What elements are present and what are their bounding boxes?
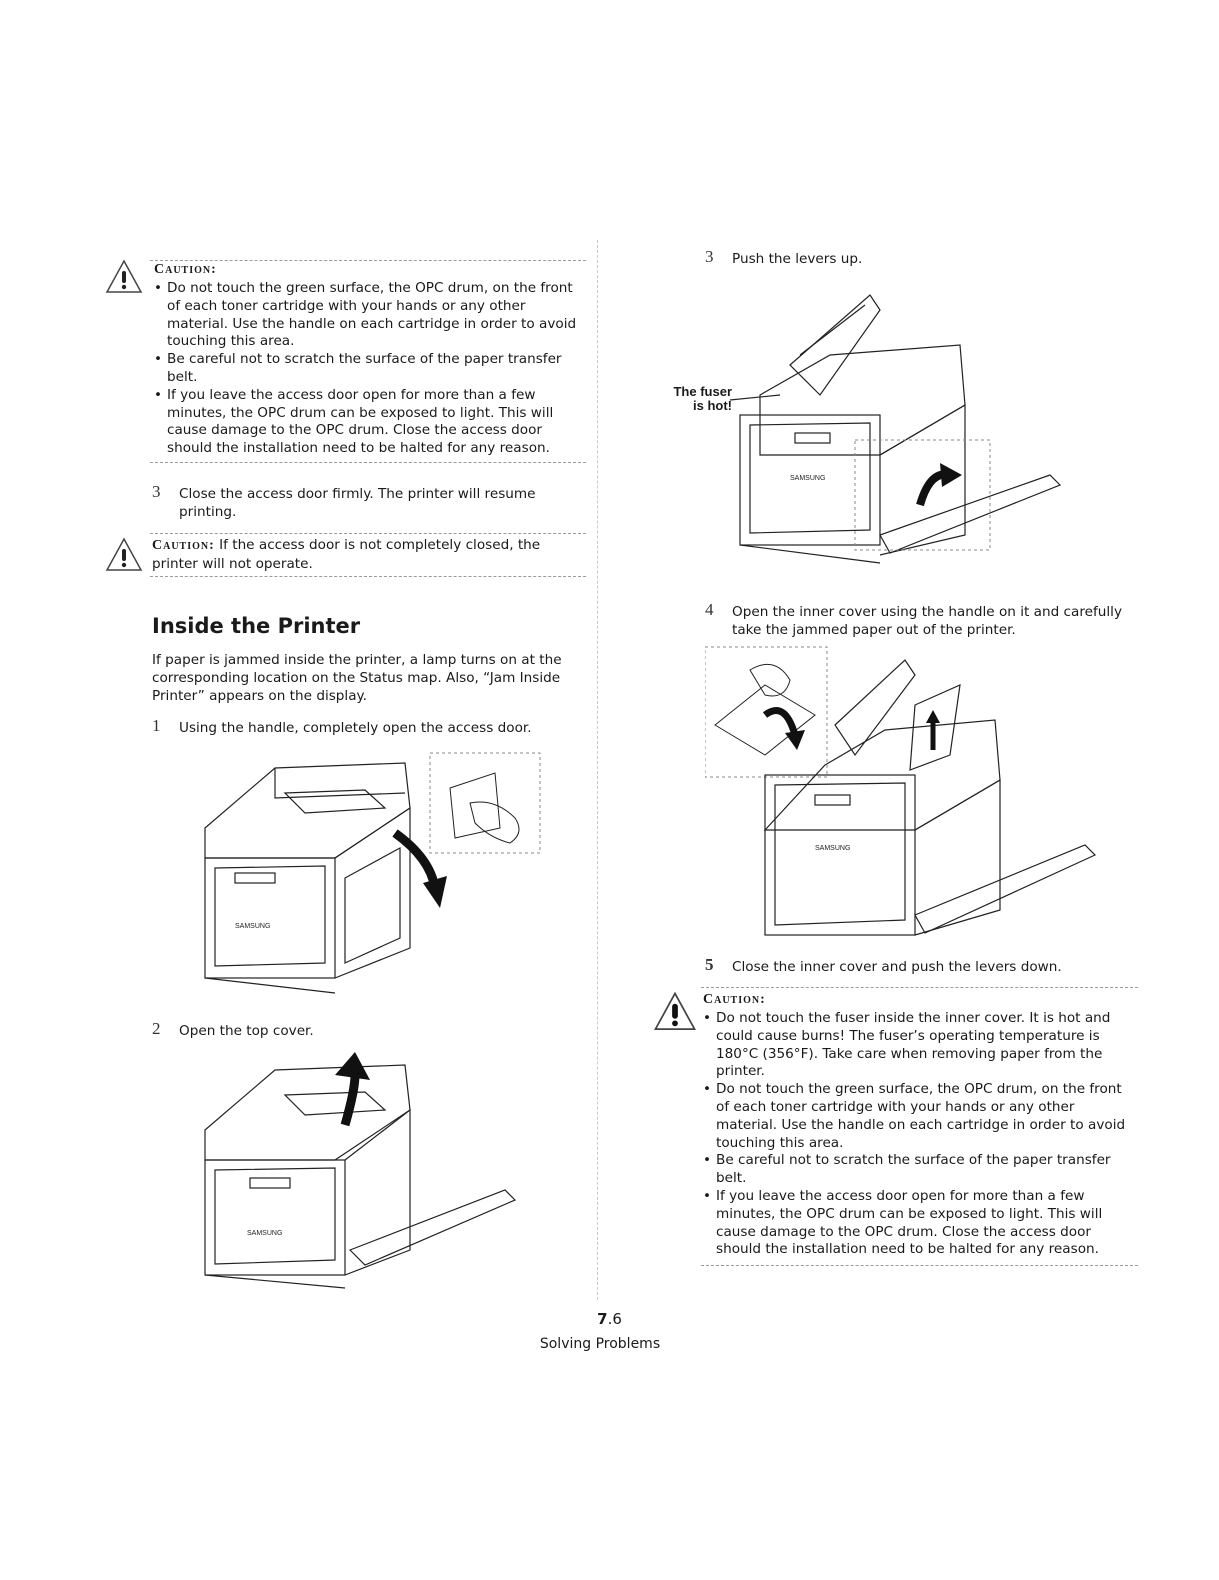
figure-push-levers: SAMSUNG [729, 285, 1070, 580]
warning-triangle-icon [104, 258, 144, 296]
caution-item: Be careful not to scratch the surface of… [154, 351, 584, 387]
step-number: 2 [152, 1019, 161, 1038]
step-text: Using the handle, completely open the ac… [179, 720, 532, 736]
brand-label: SAMSUNG [790, 475, 825, 482]
step-text: Open the inner cover using the handle on… [732, 604, 1123, 638]
section-intro: If paper is jammed inside the printer, a… [152, 652, 562, 704]
arrow-down-icon [392, 829, 447, 908]
caution-item: Be careful not to scratch the surface of… [703, 1152, 1135, 1188]
step-text: Close the access door firmly. The printe… [179, 486, 536, 520]
brand-label: SAMSUNG [235, 923, 270, 930]
warning-triangle-icon [652, 990, 698, 1032]
caution-item: Do not touch the fuser inside the inner … [703, 1010, 1135, 1081]
brand-label: SAMSUNG [815, 845, 850, 852]
column-divider [597, 240, 598, 1300]
caution-item: If you leave the access door open for mo… [154, 387, 584, 458]
curved-arrow-icon [762, 707, 805, 750]
step-number: 4 [705, 600, 714, 619]
caution-title: Caution: [703, 992, 766, 1007]
step-5: 5 Close the inner cover and push the lev… [705, 955, 1125, 976]
step-number: 3 [152, 482, 161, 501]
caution-box: Caution: Do not touch the fuser inside t… [701, 987, 1138, 1266]
step-close-door: 3 Close the access door firmly. The prin… [152, 482, 572, 521]
curved-arrow-icon [916, 463, 962, 507]
caution-item: Do not touch the green surface, the OPC … [154, 280, 584, 351]
figure-remove-jammed-paper: SAMSUNG [704, 645, 1100, 940]
caution-item: If you leave the access door open for mo… [703, 1188, 1135, 1259]
arrow-up-icon [926, 710, 940, 750]
arrow-up-icon [335, 1052, 370, 1127]
fuser-hot-label: The fuser is hot! [673, 384, 732, 413]
caution-list: Do not touch the fuser inside the inner … [703, 1010, 1135, 1259]
step-1: 1 Using the handle, completely open the … [152, 716, 572, 737]
footer-section-title: Solving Problems [539, 1336, 661, 1352]
step-number: 3 [705, 247, 714, 266]
caution-box: Caution: If the access door is not compl… [150, 533, 586, 577]
step-text: Close the inner cover and push the lever… [732, 959, 1062, 975]
warning-triangle-icon [104, 536, 144, 574]
caution-list: Do not touch the green surface, the OPC … [154, 280, 584, 458]
step-text: Open the top cover. [179, 1023, 314, 1039]
figure-open-top-cover: SAMSUNG [195, 1050, 525, 1290]
brand-label: SAMSUNG [247, 1230, 282, 1237]
figure-open-access-door: SAMSUNG [195, 748, 545, 998]
step-4: 4 Open the inner cover using the handle … [705, 600, 1135, 639]
caution-item: Do not touch the green surface, the OPC … [703, 1081, 1135, 1152]
step-number: 5 [705, 955, 714, 974]
caution-box: Caution: Do not touch the green surface,… [150, 258, 586, 463]
step-number: 1 [152, 716, 161, 735]
page-number: 7.6 [597, 1310, 622, 1328]
step-3-levers: 3 Push the levers up. [705, 247, 1125, 268]
step-2: 2 Open the top cover. [152, 1019, 572, 1040]
caution-text: Caution: If the access door is not compl… [152, 537, 541, 572]
caution-title: Caution: [154, 262, 217, 277]
section-heading: Inside the Printer [152, 614, 361, 638]
step-text: Push the levers up. [732, 251, 863, 267]
